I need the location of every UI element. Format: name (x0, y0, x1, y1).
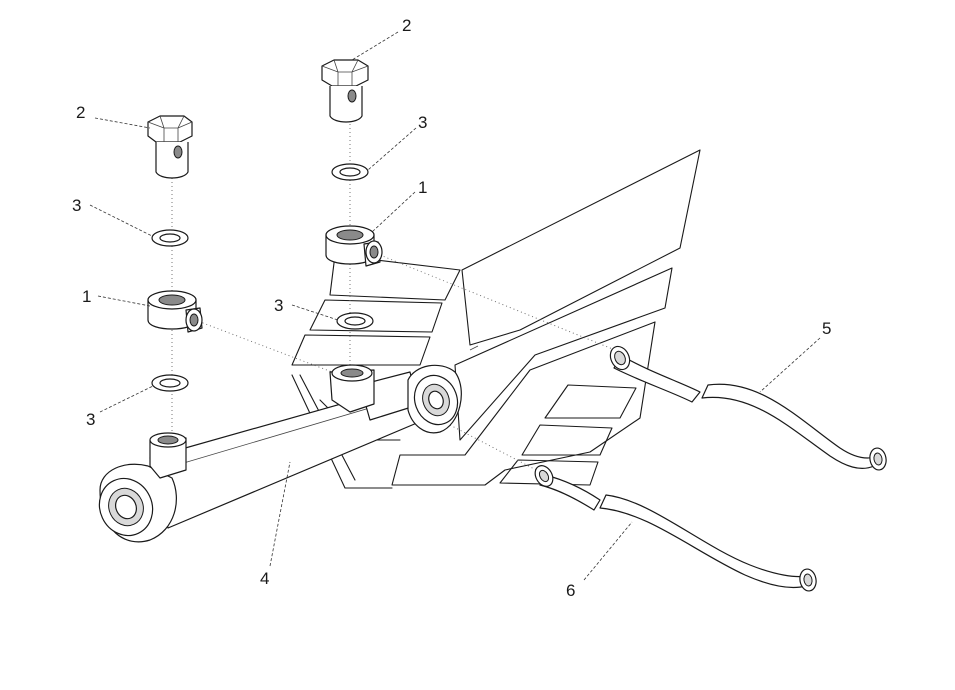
label-banjo-left: 1 (82, 287, 91, 306)
label-banjo-right: 1 (418, 178, 427, 197)
banjo-right (325, 225, 383, 267)
callout-labels: 2 2 3 3 1 1 3 3 4 5 6 (72, 16, 831, 600)
label-washer-right-top: 3 (418, 113, 427, 132)
washer-mid (336, 312, 374, 330)
label-cylinder: 4 (260, 569, 269, 588)
washer-left-top (151, 229, 189, 247)
label-washer-mid: 3 (274, 296, 283, 315)
washer-right-top (331, 163, 369, 181)
alignment-lines (171, 120, 616, 473)
banjo-left (147, 290, 203, 333)
label-bolt-right: 2 (402, 16, 411, 35)
label-washer-left-top: 3 (72, 196, 81, 215)
leader-lines (89, 31, 821, 581)
label-bolt-left: 2 (76, 103, 85, 122)
washer-left-bottom (151, 374, 189, 392)
label-washer-left-bottom: 3 (86, 410, 95, 429)
bolt-right (321, 59, 369, 123)
bolt-left (147, 115, 193, 179)
hose-lower (534, 465, 817, 592)
hose-upper (609, 345, 887, 471)
label-hose-upper: 5 (822, 319, 831, 338)
hydraulic-cylinder (98, 364, 462, 543)
label-hose-lower: 6 (566, 581, 575, 600)
